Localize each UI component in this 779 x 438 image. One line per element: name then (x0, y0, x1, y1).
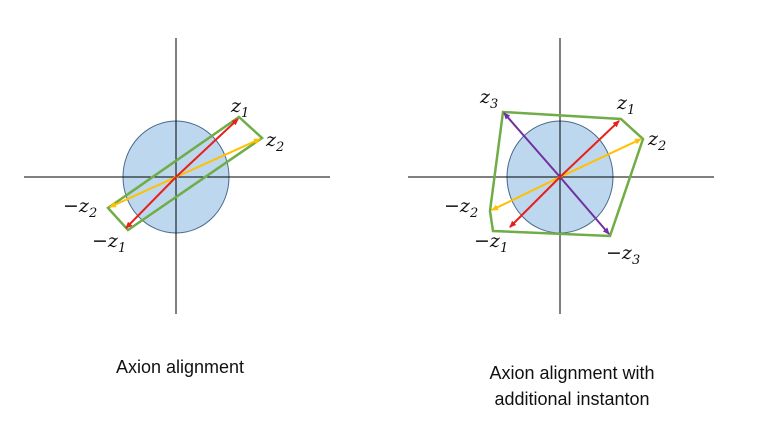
caption-right-line1: Axion alignment with (489, 363, 655, 383)
z2-vector (559, 138, 642, 178)
label-neg-z2: −z2 (63, 195, 97, 221)
z1-vector (559, 120, 620, 178)
neg-z2-vector (491, 176, 561, 211)
label-neg-z1: −z1 (92, 230, 126, 256)
label-z1: z1 (616, 92, 635, 118)
neg-z1-vector (125, 176, 177, 229)
caption-right-line2: additional instanton (494, 389, 650, 409)
caption-right: Axion alignment with additional instanto… (462, 360, 682, 412)
left-panel: z1 z2 −z2 −z1 (24, 38, 330, 314)
z3-vector (503, 112, 561, 178)
label-z2: z2 (265, 129, 284, 155)
label-z3: z3 (479, 86, 498, 112)
right-panel: z3 z1 z2 −z2 −z1 −z3 (408, 38, 714, 314)
label-neg-z2: −z2 (444, 195, 478, 221)
parallelogram (106, 115, 265, 232)
neg-z1-vector (509, 176, 561, 228)
label-z1: z1 (230, 95, 249, 121)
z2-vector (175, 138, 261, 178)
neg-z3-vector (559, 176, 610, 235)
label-z2: z2 (647, 128, 666, 154)
label-neg-z1: −z1 (474, 230, 508, 256)
caption-left: Axion alignment (115, 357, 245, 377)
label-neg-z3: −z3 (606, 242, 640, 268)
z1-vector (175, 118, 239, 178)
hexagon (488, 110, 645, 238)
neg-z2-vector (109, 176, 177, 208)
